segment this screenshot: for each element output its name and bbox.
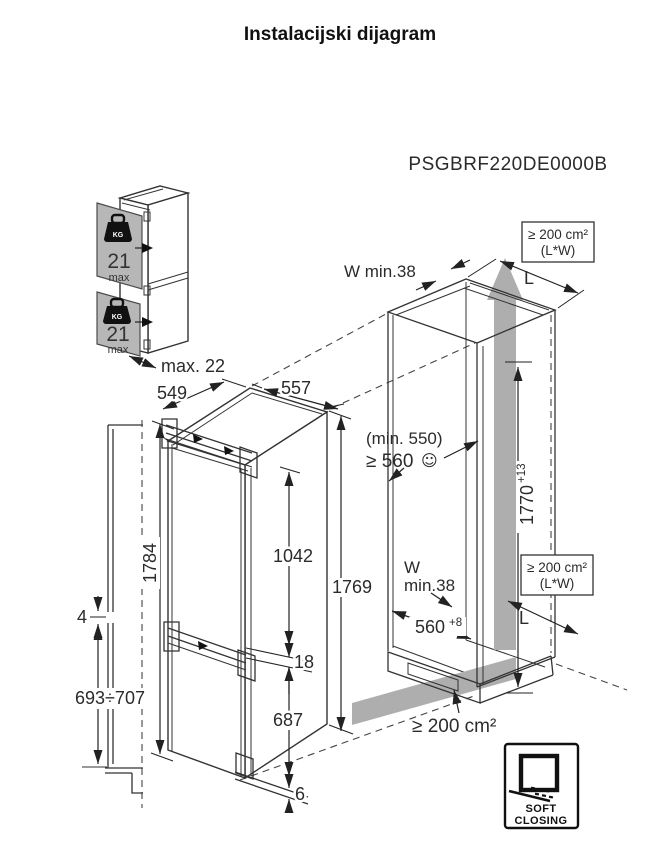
page-title: Instalacijski dijagram	[244, 24, 436, 45]
vent-area-bottom-label: ≥ 200 cm²	[412, 716, 496, 737]
mount-arrow-icons	[135, 243, 153, 327]
soft-closing-line1: SOFT	[526, 803, 557, 815]
length-mid-label: L	[519, 608, 529, 628]
panel-gap-label: 4	[77, 607, 87, 627]
lower-door-height-label: 687	[273, 710, 303, 730]
vent-area-mid-label: ≥ 200 cm²	[527, 560, 587, 575]
length-top-label: L	[524, 268, 534, 288]
icon-cabinet-side	[147, 192, 189, 354]
door-gap-label: 18	[294, 652, 314, 672]
max-weight-value: 21	[106, 323, 129, 346]
upper-door-panel: KG 21 max	[96, 202, 143, 290]
kg-label: KG	[113, 232, 124, 239]
airflow-arrow	[352, 258, 523, 725]
niche-height-tolerance: +13	[516, 463, 528, 483]
vent-area-mid-unit: (L*W)	[540, 576, 575, 591]
appliance-front-face	[167, 440, 246, 779]
top-clearance-label: W min.38	[344, 262, 416, 281]
soft-closing-line2: CLOSING	[515, 815, 568, 827]
furniture-panel-drawing: 4 693÷707	[73, 420, 148, 808]
appliance-drawing: 549 557 1784 1042 18 687 6 1769	[140, 376, 376, 813]
depth-557-label: 557	[281, 378, 311, 398]
lower-door-panel: KG 21 max	[96, 291, 141, 357]
rear-clearance-w: W	[404, 558, 420, 577]
projection-lines	[239, 313, 628, 781]
vent-area-top-box	[521, 221, 595, 263]
weight-icon: KG	[104, 213, 132, 242]
lower-panel-height-label: 693÷707	[75, 688, 145, 708]
bottom-hinge-bracket	[234, 752, 309, 805]
niche-drawing: W min.38 ≥ 200 cm² (L*W) L (min. 550) ≥ …	[344, 221, 595, 737]
vent-area-mid-box	[520, 554, 594, 596]
appliance-height-label: 1769	[332, 577, 372, 597]
niche-height-label: 1770	[517, 485, 537, 525]
max-weight-unit: max	[109, 272, 130, 284]
overall-height-label-group: 1784	[140, 537, 160, 589]
max-weight-unit: max	[108, 344, 129, 356]
kg-label: KG	[112, 314, 123, 321]
vent-area-top-unit: (L*W)	[541, 243, 576, 258]
rear-clearance-value: min.38	[404, 576, 455, 595]
niche-width-tolerance: +8	[449, 617, 462, 629]
max-weight-value: 21	[107, 250, 130, 273]
depth-note-label: (min. 550)	[366, 429, 443, 448]
upper-door-height-label: 1042	[273, 546, 313, 566]
bottom-clearance-label: 6	[295, 784, 305, 804]
vent-area-top-label: ≥ 200 cm²	[528, 227, 588, 242]
niche-width-label: 560	[415, 617, 445, 637]
weight-icon: KG	[103, 297, 131, 324]
door-weight-icon: KG 21 max KG 21 max max. 22	[96, 185, 225, 376]
soft-closing-badge: SOFT CLOSING	[503, 742, 580, 830]
width-549-label: 549	[157, 383, 187, 403]
door-thickness-label: max. 22	[161, 356, 225, 376]
niche-height-label-group: 1770 +13	[516, 461, 537, 533]
soft-closing-door-icon	[508, 753, 560, 803]
model-number: PSGBRF220DE0000B	[408, 154, 607, 175]
depth-min-label: ≥ 560	[366, 451, 413, 472]
overall-height-label: 1784	[140, 543, 160, 583]
smiley-icon: ☺	[421, 451, 438, 470]
